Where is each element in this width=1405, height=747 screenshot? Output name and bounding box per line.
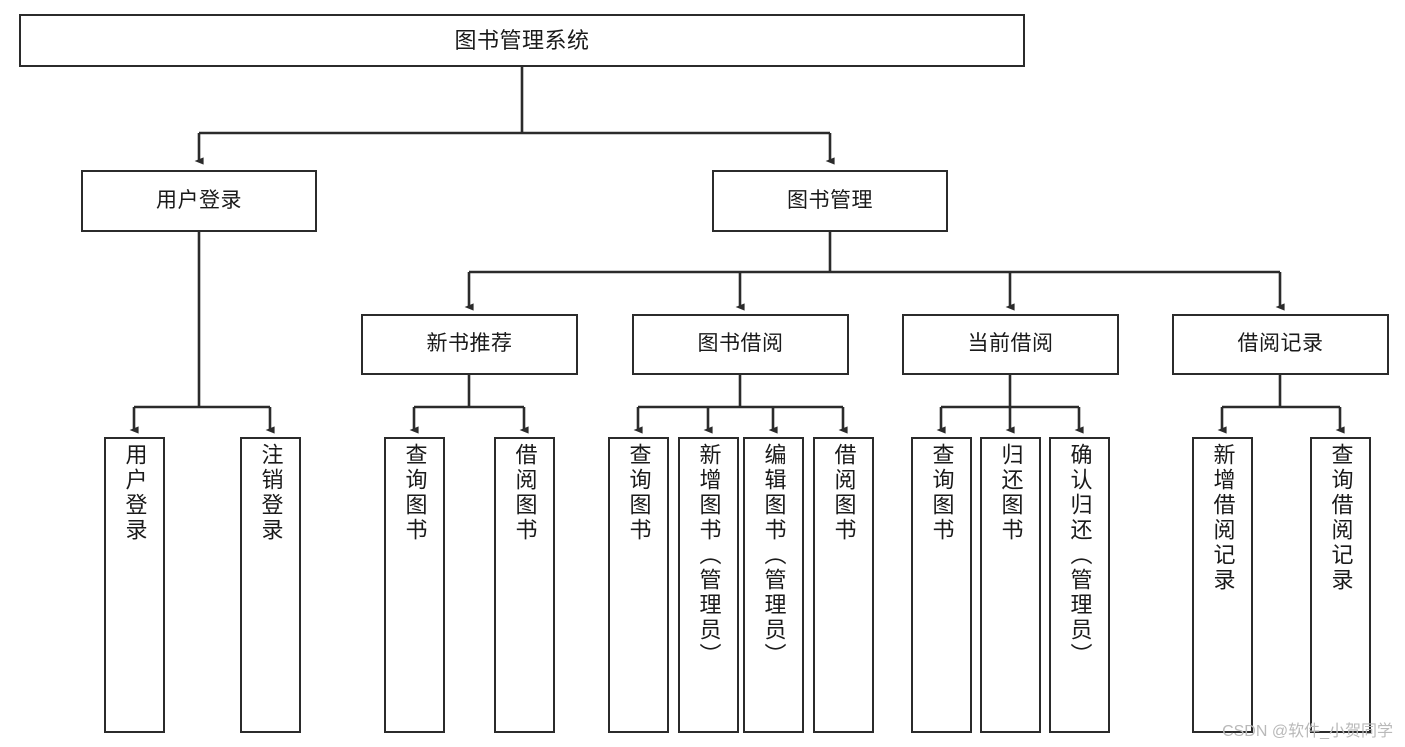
node-label: 借阅记录 bbox=[1237, 332, 1324, 356]
node-label: 编辑图书（管理员） bbox=[761, 443, 787, 668]
node-user-login[interactable]: 用户登录 bbox=[81, 170, 317, 232]
leaf-confirm-return[interactable]: 确认归还（管理员） bbox=[1049, 437, 1110, 733]
node-label: 确认归还（管理员） bbox=[1067, 443, 1093, 668]
node-label: 查询借阅记录 bbox=[1328, 443, 1354, 593]
leaf-query-book-recommend[interactable]: 查询图书 bbox=[384, 437, 445, 733]
node-label: 当前借阅 bbox=[967, 332, 1054, 356]
node-label: 注销登录 bbox=[258, 443, 284, 543]
node-label: 查询图书 bbox=[626, 443, 652, 543]
node-label: 用户登录 bbox=[156, 188, 242, 212]
node-label: 借阅图书 bbox=[512, 443, 538, 543]
leaf-query-book-current[interactable]: 查询图书 bbox=[911, 437, 972, 733]
node-label: 新增图书（管理员） bbox=[696, 443, 722, 668]
node-new-book-recommend[interactable]: 新书推荐 bbox=[361, 314, 578, 375]
node-label: 新书推荐 bbox=[426, 332, 513, 356]
node-label: 图书借阅 bbox=[697, 332, 784, 356]
node-label: 图书管理 bbox=[787, 188, 873, 212]
node-label: 查询图书 bbox=[402, 443, 428, 543]
leaf-edit-book[interactable]: 编辑图书（管理员） bbox=[743, 437, 804, 733]
node-current-borrow[interactable]: 当前借阅 bbox=[902, 314, 1119, 375]
node-label: 查询图书 bbox=[929, 443, 955, 543]
leaf-return-book[interactable]: 归还图书 bbox=[980, 437, 1041, 733]
watermark: CSDN @软件_小贺同学 bbox=[1222, 723, 1393, 740]
leaf-logout-login[interactable]: 注销登录 bbox=[240, 437, 301, 733]
leaf-borrow-book[interactable]: 借阅图书 bbox=[813, 437, 874, 733]
leaf-query-book-borrow[interactable]: 查询图书 bbox=[608, 437, 669, 733]
node-label: 新增借阅记录 bbox=[1210, 443, 1236, 593]
node-book-management[interactable]: 图书管理 bbox=[712, 170, 948, 232]
node-root-system[interactable]: 图书管理系统 bbox=[19, 14, 1025, 67]
leaf-user-login[interactable]: 用户登录 bbox=[104, 437, 165, 733]
node-label: 借阅图书 bbox=[831, 443, 857, 543]
node-borrow-record[interactable]: 借阅记录 bbox=[1172, 314, 1389, 375]
leaf-query-borrow-record[interactable]: 查询借阅记录 bbox=[1310, 437, 1371, 733]
leaf-add-borrow-record[interactable]: 新增借阅记录 bbox=[1192, 437, 1253, 733]
node-label: 图书管理系统 bbox=[454, 27, 590, 53]
node-label: 用户登录 bbox=[122, 443, 148, 543]
node-book-borrow[interactable]: 图书借阅 bbox=[632, 314, 849, 375]
node-label: 归还图书 bbox=[998, 443, 1024, 543]
leaf-add-book[interactable]: 新增图书（管理员） bbox=[678, 437, 739, 733]
leaf-borrow-book-recommend[interactable]: 借阅图书 bbox=[494, 437, 555, 733]
